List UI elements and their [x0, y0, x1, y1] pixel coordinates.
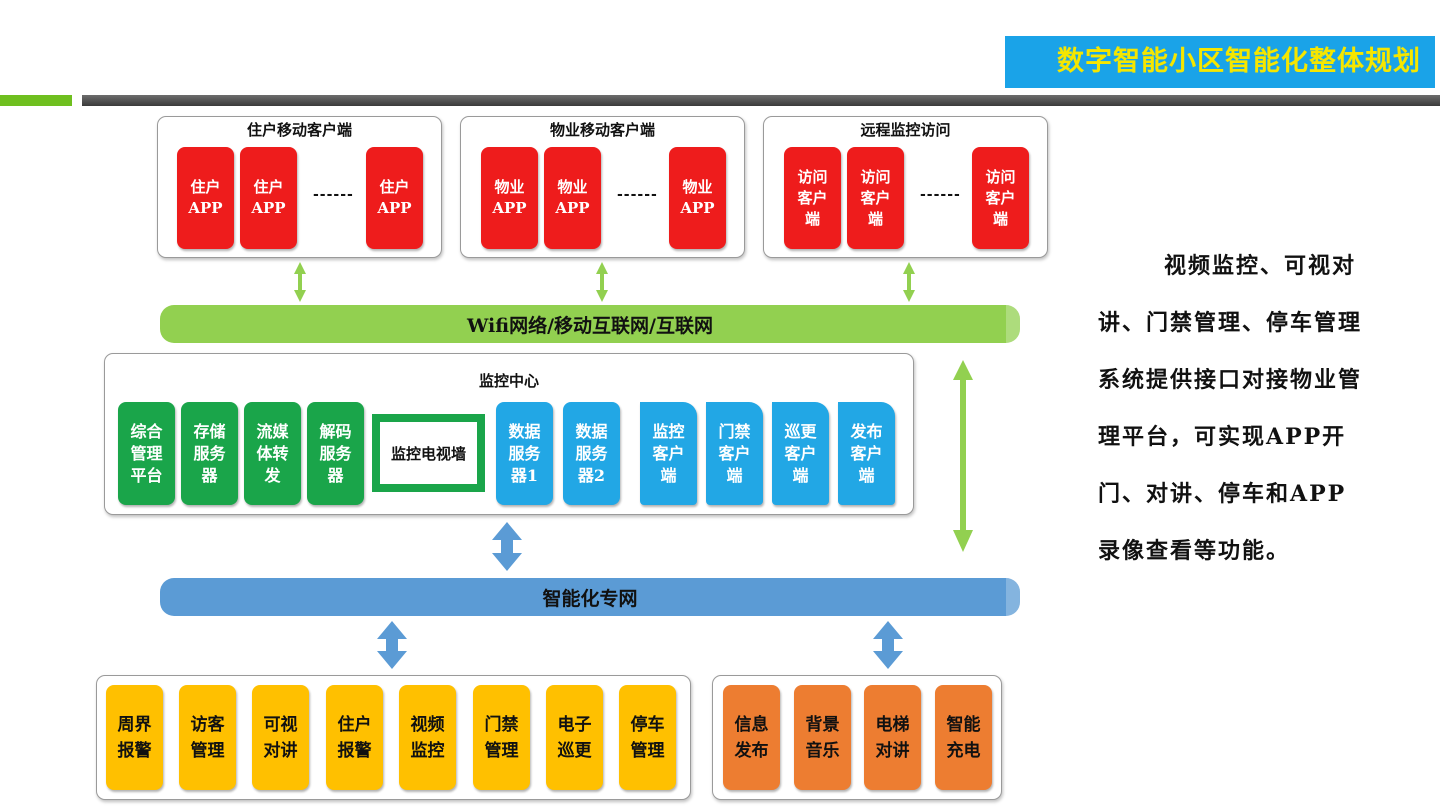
- remote-client-tile: 访问 客户 端: [847, 147, 904, 249]
- electronic-patrol-tile: 电子 巡更: [546, 685, 603, 790]
- data-server-1-tile: 数据 服务 器1: [496, 402, 553, 505]
- resident-app-tile: 住户 APP: [366, 147, 423, 249]
- resident-group-title: 住户移动客户端: [246, 121, 352, 139]
- remote-ellipsis: ------: [920, 187, 961, 203]
- smart-charging-tile: 智能 充电: [935, 685, 992, 790]
- property-group-title: 物业移动客户端: [549, 121, 655, 139]
- resident-ellipsis: ------: [313, 187, 354, 203]
- remote-group-title: 远程监控访问: [860, 121, 951, 139]
- remote-access-group: 远程监控访问 访问 客户 端 访问 客户 端 ------ 访问 客户 端: [763, 116, 1048, 258]
- resident-app-tile: 住户 APP: [240, 147, 297, 249]
- property-app-tile: 物业 APP: [669, 147, 726, 249]
- access-client-tile: 门禁 客户 端: [706, 402, 763, 505]
- property-ellipsis: ------: [617, 187, 658, 203]
- info-publish-tile: 信息 发布: [723, 685, 780, 790]
- arrow-private-left-subsystems: [377, 621, 407, 669]
- monitor-center-title: 监控中心: [478, 372, 539, 390]
- arrow-resident-internet: [294, 262, 306, 302]
- visitor-management-tile: 访客 管理: [179, 685, 236, 790]
- property-app-tile: 物业 APP: [544, 147, 601, 249]
- decode-server-tile: 解码 服务 器: [307, 402, 364, 505]
- streaming-forward-tile: 流媒 体转 发: [244, 402, 301, 505]
- patrol-client-tile: 巡更 客户 端: [772, 402, 829, 505]
- property-app-tile: 物业 APP: [481, 147, 538, 249]
- arrow-private-right-subsystems: [873, 621, 903, 669]
- management-platform-tile: 综合 管理 平台: [118, 402, 175, 505]
- internet-network-label: Wifi网络/移动互联网/互联网: [467, 314, 713, 337]
- arrow-center-private: [492, 522, 522, 571]
- resident-alarm-tile: 住户 报警: [326, 685, 383, 790]
- property-client-group: 物业移动客户端 物业 APP 物业 APP ------ 物业 APP: [460, 116, 745, 258]
- parking-management-tile: 停车 管理: [619, 685, 676, 790]
- arrow-remote-internet: [903, 262, 915, 302]
- arrow-property-internet: [596, 262, 608, 302]
- video-surveillance-tile: 视频 监控: [399, 685, 456, 790]
- publish-client-tile: 发布 客户 端: [838, 402, 895, 505]
- data-server-2-tile: 数据 服务 器2: [563, 402, 620, 505]
- tv-wall: 监控电视墙: [372, 414, 485, 492]
- header-accent-green: [0, 95, 72, 106]
- arrow-internet-private: [953, 360, 973, 552]
- resident-app-tile: 住户 APP: [177, 147, 234, 249]
- resident-client-group: 住户移动客户端 住户 APP 住户 APP ------ 住户 APP: [157, 116, 442, 258]
- internet-network-pipe: Wifi网络/移动互联网/互联网: [160, 305, 1020, 343]
- background-music-tile: 背景 音乐: [794, 685, 851, 790]
- monitor-client-tile: 监控 客户 端: [640, 402, 697, 505]
- remote-client-tile: 访问 客户 端: [972, 147, 1029, 249]
- elevator-intercom-tile: 电梯 对讲: [864, 685, 921, 790]
- side-description: 视频监控、可视对讲、门禁管理、停车管理系统提供接口对接物业管理平台，可实现APP…: [1098, 253, 1363, 564]
- private-network-label: 智能化专网: [542, 587, 638, 610]
- header-rule: [82, 95, 1440, 106]
- access-control-tile: 门禁 管理: [473, 685, 530, 790]
- video-intercom-tile: 可视 对讲: [252, 685, 309, 790]
- perimeter-alarm-tile: 周界 报警: [106, 685, 163, 790]
- private-network-pipe: 智能化专网: [160, 578, 1020, 616]
- remote-client-tile: 访问 客户 端: [784, 147, 841, 249]
- page-title: 数字智能小区智能化整体规划: [1005, 36, 1435, 88]
- storage-server-tile: 存储 服务 器: [181, 402, 238, 505]
